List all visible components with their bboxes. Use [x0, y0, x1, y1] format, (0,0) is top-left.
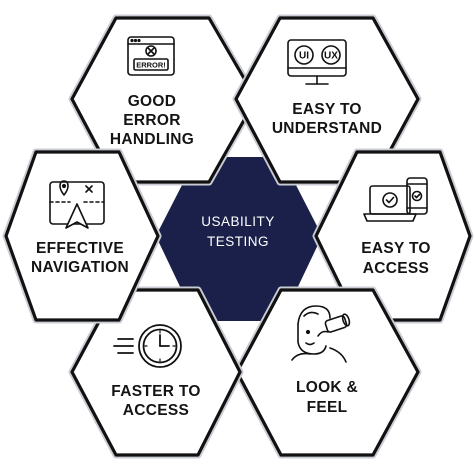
navigation-map-icon	[49, 180, 105, 229]
ui-ux-monitor-icon	[287, 39, 347, 85]
label-faster-to: FASTER TO	[111, 383, 200, 400]
error-icon-text: ERROR!	[136, 61, 166, 70]
hex-outline	[4, 150, 160, 322]
hex-outline	[70, 288, 242, 457]
fast-clock-icon	[113, 324, 182, 368]
hex-outline	[70, 16, 258, 184]
center-title-line-1: USABILITY	[201, 214, 275, 229]
center-title-line-2: TESTING	[207, 234, 269, 249]
hex-outline	[314, 150, 472, 322]
label-access: ACCESS	[123, 402, 189, 419]
label-error: ERROR	[123, 112, 180, 129]
label-easy-to: EASY TO	[292, 101, 362, 118]
error-window-icon	[127, 36, 175, 76]
label-handling: HANDLING	[110, 131, 194, 148]
label-easy-to: EASY TO	[361, 240, 431, 257]
devices-check-icon	[363, 177, 428, 222]
label-access: ACCESS	[363, 260, 429, 277]
label-effective: EFFECTIVE	[36, 240, 124, 257]
ui-icon-text: UI	[299, 51, 309, 62]
hex-good-error-handling: ERROR! GOOD ERROR HANDLING	[68, 14, 260, 186]
ux-icon-text: UX	[324, 51, 338, 62]
label-navigation: NAVIGATION	[31, 259, 129, 276]
label-look: LOOK &	[296, 379, 358, 396]
hex-easy-to-access: EASY TO ACCESS	[312, 148, 474, 324]
hex-faster-to-access: FASTER TO ACCESS	[68, 286, 244, 459]
person-binoculars-icon	[291, 305, 351, 363]
hex-easy-to-understand: UI UX EASY TO UNDERSTAND	[232, 14, 422, 186]
label-good: GOOD	[128, 93, 177, 110]
label-feel: FEEL	[307, 399, 348, 416]
label-understand: UNDERSTAND	[272, 120, 382, 137]
hex-effective-navigation: EFFECTIVE NAVIGATION	[2, 148, 162, 324]
